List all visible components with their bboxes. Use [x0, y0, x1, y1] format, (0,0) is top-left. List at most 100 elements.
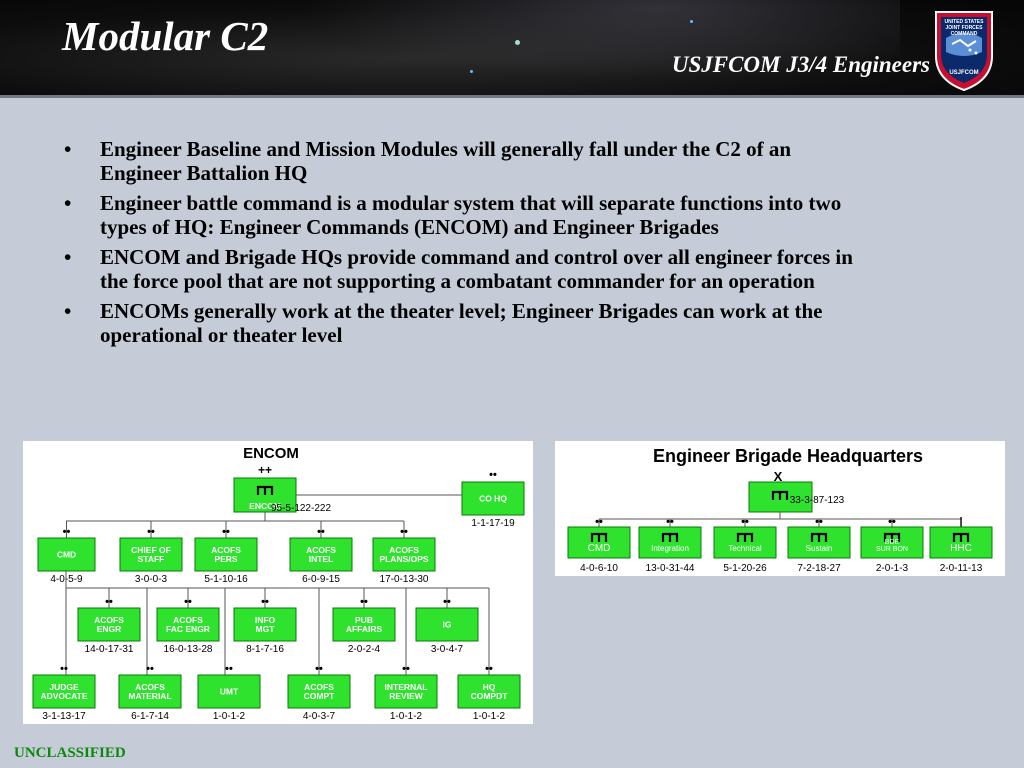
echelon-marker: ••	[63, 526, 71, 538]
unit-label: HQ	[483, 682, 496, 692]
engineer-symbol-icon	[952, 532, 970, 542]
unit-code: 2-0-11-13	[940, 563, 983, 574]
echelon-marker: ••	[402, 663, 410, 675]
engineer-brigade-org-chart: Engineer Brigade HeadquartersX33-3-87-12…	[555, 441, 1005, 576]
unit-label: AFFAIRS	[346, 624, 383, 634]
unit-code: 5-1-20-26	[723, 563, 767, 574]
unit-box	[197, 674, 261, 709]
unit-label: ACOFS	[389, 545, 419, 555]
unit-label: Integration	[651, 544, 689, 553]
unit-box	[233, 607, 297, 642]
unit-box	[374, 674, 438, 709]
unit-label: CMD	[57, 550, 76, 560]
banner-frame	[0, 95, 1024, 98]
unit-box	[119, 537, 183, 572]
bullet-item: • ENCOM and Brigade HQs provide command a…	[62, 245, 862, 293]
usjfcom-seal-icon: UNITED STATES JOINT FORCES COMMAND USJFC…	[935, 11, 993, 92]
unit-label: FAC ENGR	[166, 624, 210, 634]
unit-box	[567, 526, 631, 559]
engineer-symbol-icon	[590, 532, 608, 542]
echelon-marker: ••	[105, 596, 113, 608]
echelon-marker: ••	[184, 596, 192, 608]
unit-label: ACOFS	[304, 682, 334, 692]
echelon-marker: ••	[317, 526, 325, 538]
engineer-symbol-icon	[771, 490, 789, 500]
unit-code: 3-1-13-17	[42, 711, 86, 722]
bullet-list: • Engineer Baseline and Mission Modules w…	[62, 137, 862, 353]
echelon-marker: ••	[485, 663, 493, 675]
unit-box	[860, 526, 924, 559]
unit-code: 17-0-13-30	[380, 574, 429, 585]
slide-title: Modular C2	[62, 13, 269, 59]
echelon-marker: ••	[147, 526, 155, 538]
seal-line: COMMAND	[951, 31, 978, 37]
engineer-symbol-icon	[883, 532, 901, 542]
unit-label: ACOFS	[94, 615, 124, 625]
unit-label: ADVOCATE	[40, 691, 87, 701]
bullet-text: ENCOM and Brigade HQs provide command an…	[100, 245, 853, 293]
unit-label: ENCOM	[249, 501, 281, 511]
echelon-marker: ••	[225, 663, 233, 675]
unit-code: 4-0-3-7	[303, 711, 336, 722]
unit-label: PERS	[214, 554, 237, 564]
engineer-symbol-icon	[810, 532, 828, 542]
seal-line: UNITED STATES	[945, 19, 985, 25]
echelon-marker: ••	[315, 663, 323, 675]
unit-label: ACOFS	[211, 545, 241, 555]
unit-code: 5-1-10-16	[204, 574, 248, 585]
encom-echelon: ++	[258, 463, 272, 477]
unit-code: 1-1-17-19	[471, 518, 515, 529]
unit-label: UMT	[220, 687, 239, 697]
unit-code: 95-5-122-222	[271, 503, 331, 514]
unit-box	[787, 526, 851, 559]
engineer-symbol-icon	[736, 532, 754, 542]
unit-box	[332, 607, 396, 642]
unit-box	[461, 481, 525, 516]
unit-label: SUR BON	[876, 546, 908, 553]
unit-box	[929, 526, 993, 559]
unit-label: CMD	[588, 543, 611, 554]
bullet-text: Engineer battle command is a modular sys…	[100, 191, 842, 239]
bullet-text: Engineer Baseline and Mission Modules wi…	[100, 137, 792, 185]
engineer-symbol-icon	[256, 485, 274, 495]
unit-label: STAFF	[138, 554, 165, 564]
banner-sheen	[300, 0, 900, 80]
organization-name: USJFCOM J3/4 Engineers	[671, 52, 930, 77]
echelon-marker: ••	[400, 526, 408, 538]
bullet-marker: •	[64, 245, 72, 269]
echelon-marker: ••	[815, 516, 823, 528]
unit-label: PUB	[355, 615, 373, 625]
unit-label: ACOFS	[306, 545, 336, 555]
unit-label: JUDGE	[49, 682, 79, 692]
unit-code: 1-0-1-2	[473, 711, 506, 722]
bullet-item: • ENCOMs generally work at the theater le…	[62, 299, 862, 347]
echelon-marker: |	[959, 516, 962, 528]
title-banner: Modular C2 USJFCOM J3/4 Engineers UNITED…	[0, 0, 1024, 98]
unit-label: ENGR	[97, 624, 122, 634]
unit-box	[32, 674, 96, 709]
unit-code: 1-0-1-2	[390, 711, 423, 722]
bullet-marker: •	[64, 299, 72, 323]
unit-label: REVIEW	[389, 691, 424, 701]
unit-box	[77, 607, 141, 642]
engineer-symbol-icon	[661, 532, 679, 542]
unit-label: Sustain	[806, 544, 833, 553]
unit-box	[287, 674, 351, 709]
unit-code: 4-0-5-9	[50, 574, 83, 585]
echelon-marker: ••	[222, 526, 230, 538]
seal-line: JOINT FORCES	[946, 25, 984, 31]
unit-label: PLANS/OPS	[379, 554, 428, 564]
unit-label: BDE	[885, 539, 900, 546]
unit-code: 2-0-1-3	[876, 563, 909, 574]
echelon-marker: ••	[146, 663, 154, 675]
unit-box	[457, 674, 521, 709]
echelon-marker: ••	[60, 663, 68, 675]
banner-star	[515, 40, 520, 45]
unit-box	[289, 537, 353, 572]
unit-label: INTERNAL	[385, 682, 428, 692]
unit-box	[748, 481, 813, 513]
bullet-text: ENCOMs generally work at the theater lev…	[100, 299, 823, 347]
echelon-marker: ••	[443, 596, 451, 608]
banner-star	[470, 70, 473, 73]
